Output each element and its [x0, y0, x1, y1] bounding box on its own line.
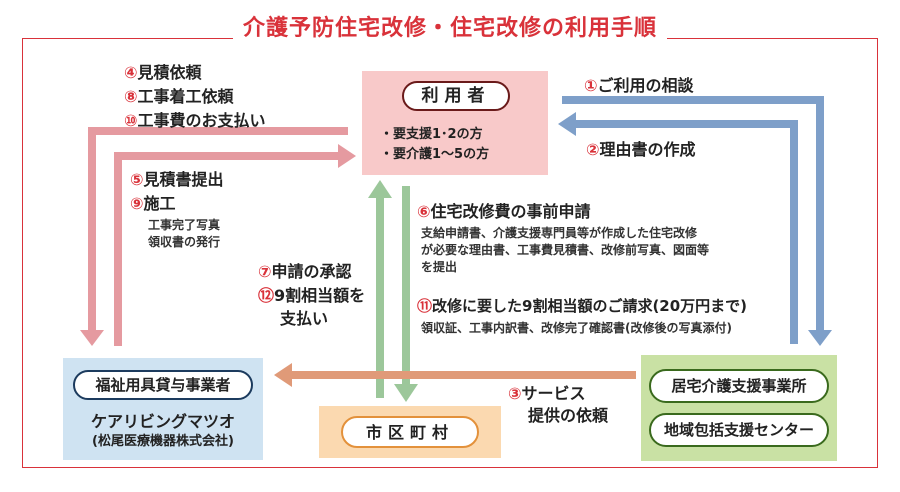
arrow-vendor-to-user	[114, 152, 340, 346]
condition-care: ・要介護1～5の方	[380, 147, 490, 162]
arrowhead-user-green	[368, 180, 392, 198]
arrowhead-care	[808, 330, 832, 346]
step-9-label: ⑨施工	[130, 194, 176, 213]
arrow-user-city-group	[376, 186, 410, 398]
step-9-detail-1: 工事完了写真	[148, 218, 221, 232]
city-node: 市区町村	[319, 406, 501, 458]
step-12-label: ⑫9割相当額を	[258, 286, 366, 305]
step-3-label-2: 提供の依頼	[528, 406, 609, 425]
step-9-detail-2: 領収書の発行	[148, 235, 221, 249]
arrow-user-vendor-group	[88, 127, 348, 346]
step-10-label: ⑩工事費のお支払い	[124, 111, 266, 130]
arrowhead-user-blue	[558, 112, 576, 136]
diagram-title: 介護予防住宅改修・住宅改修の利用手順	[0, 10, 900, 42]
arrowhead-vendor-orange	[274, 363, 292, 387]
step-2-label: ②理由書の作成	[586, 140, 696, 159]
step-5-label: ⑤見積書提出	[130, 170, 224, 189]
step-6-detail-1: 支給申請書、介護支援専門員等が作成した住宅改修	[421, 226, 698, 240]
user-conditions: ・要支援1･2の方 ・要介護1～5の方	[380, 125, 489, 165]
vendor-company: (松尾医療機器株式会社)	[92, 434, 234, 449]
step-3-label: ③サービス	[508, 384, 586, 403]
vendor-label: 福祉用具貸与事業者	[73, 370, 253, 400]
user-label: 利用者	[402, 81, 510, 111]
step-6-detail-2: が必要な理由書、工事費見積書、改修前写真、図面等	[421, 243, 710, 257]
arrow-care-to-user	[574, 120, 798, 344]
city-label: 市区町村	[341, 416, 479, 448]
care-node: 居宅介護支援事業所 地域包括支援センター	[641, 355, 837, 461]
care-center-label: 地域包括支援センター	[649, 413, 829, 447]
arrowhead-city	[394, 384, 418, 402]
step-6-label: ⑥住宅改修費の事前申請	[417, 202, 591, 221]
step-11-label: ⑪改修に要した9割相当額のご請求(20万円まで)	[417, 297, 748, 315]
step-12-label-2: 支払い	[280, 309, 329, 328]
condition-support: ・要支援1･2の方	[380, 127, 483, 142]
step-6-detail-3: を提出	[421, 260, 458, 274]
arrow-user-to-vendor	[88, 127, 348, 332]
arrow-user-care-group	[562, 96, 824, 344]
arrow-user-to-care	[562, 96, 824, 332]
vendor-name: ケアリビングマツオ	[90, 412, 235, 431]
step-11-detail: 領収証、工事内訳書、改修完了確認書(改修後の写真添付)	[421, 321, 732, 335]
step-8-label: ⑧工事着工依頼	[124, 87, 234, 106]
care-office-label: 居宅介護支援事業所	[649, 369, 829, 403]
user-node: 利用者 ・要支援1･2の方 ・要介護1～5の方	[362, 71, 548, 175]
step-1-label: ①ご利用の相談	[584, 76, 694, 95]
arrowhead-user	[338, 144, 356, 168]
step-7-label: ⑦申請の承認	[258, 262, 352, 281]
step-4-label: ④見積依頼	[124, 63, 202, 82]
arrowhead-vendor	[80, 330, 104, 346]
vendor-node: 福祉用具貸与事業者 ケアリビングマツオ (松尾医療機器株式会社)	[63, 358, 263, 460]
